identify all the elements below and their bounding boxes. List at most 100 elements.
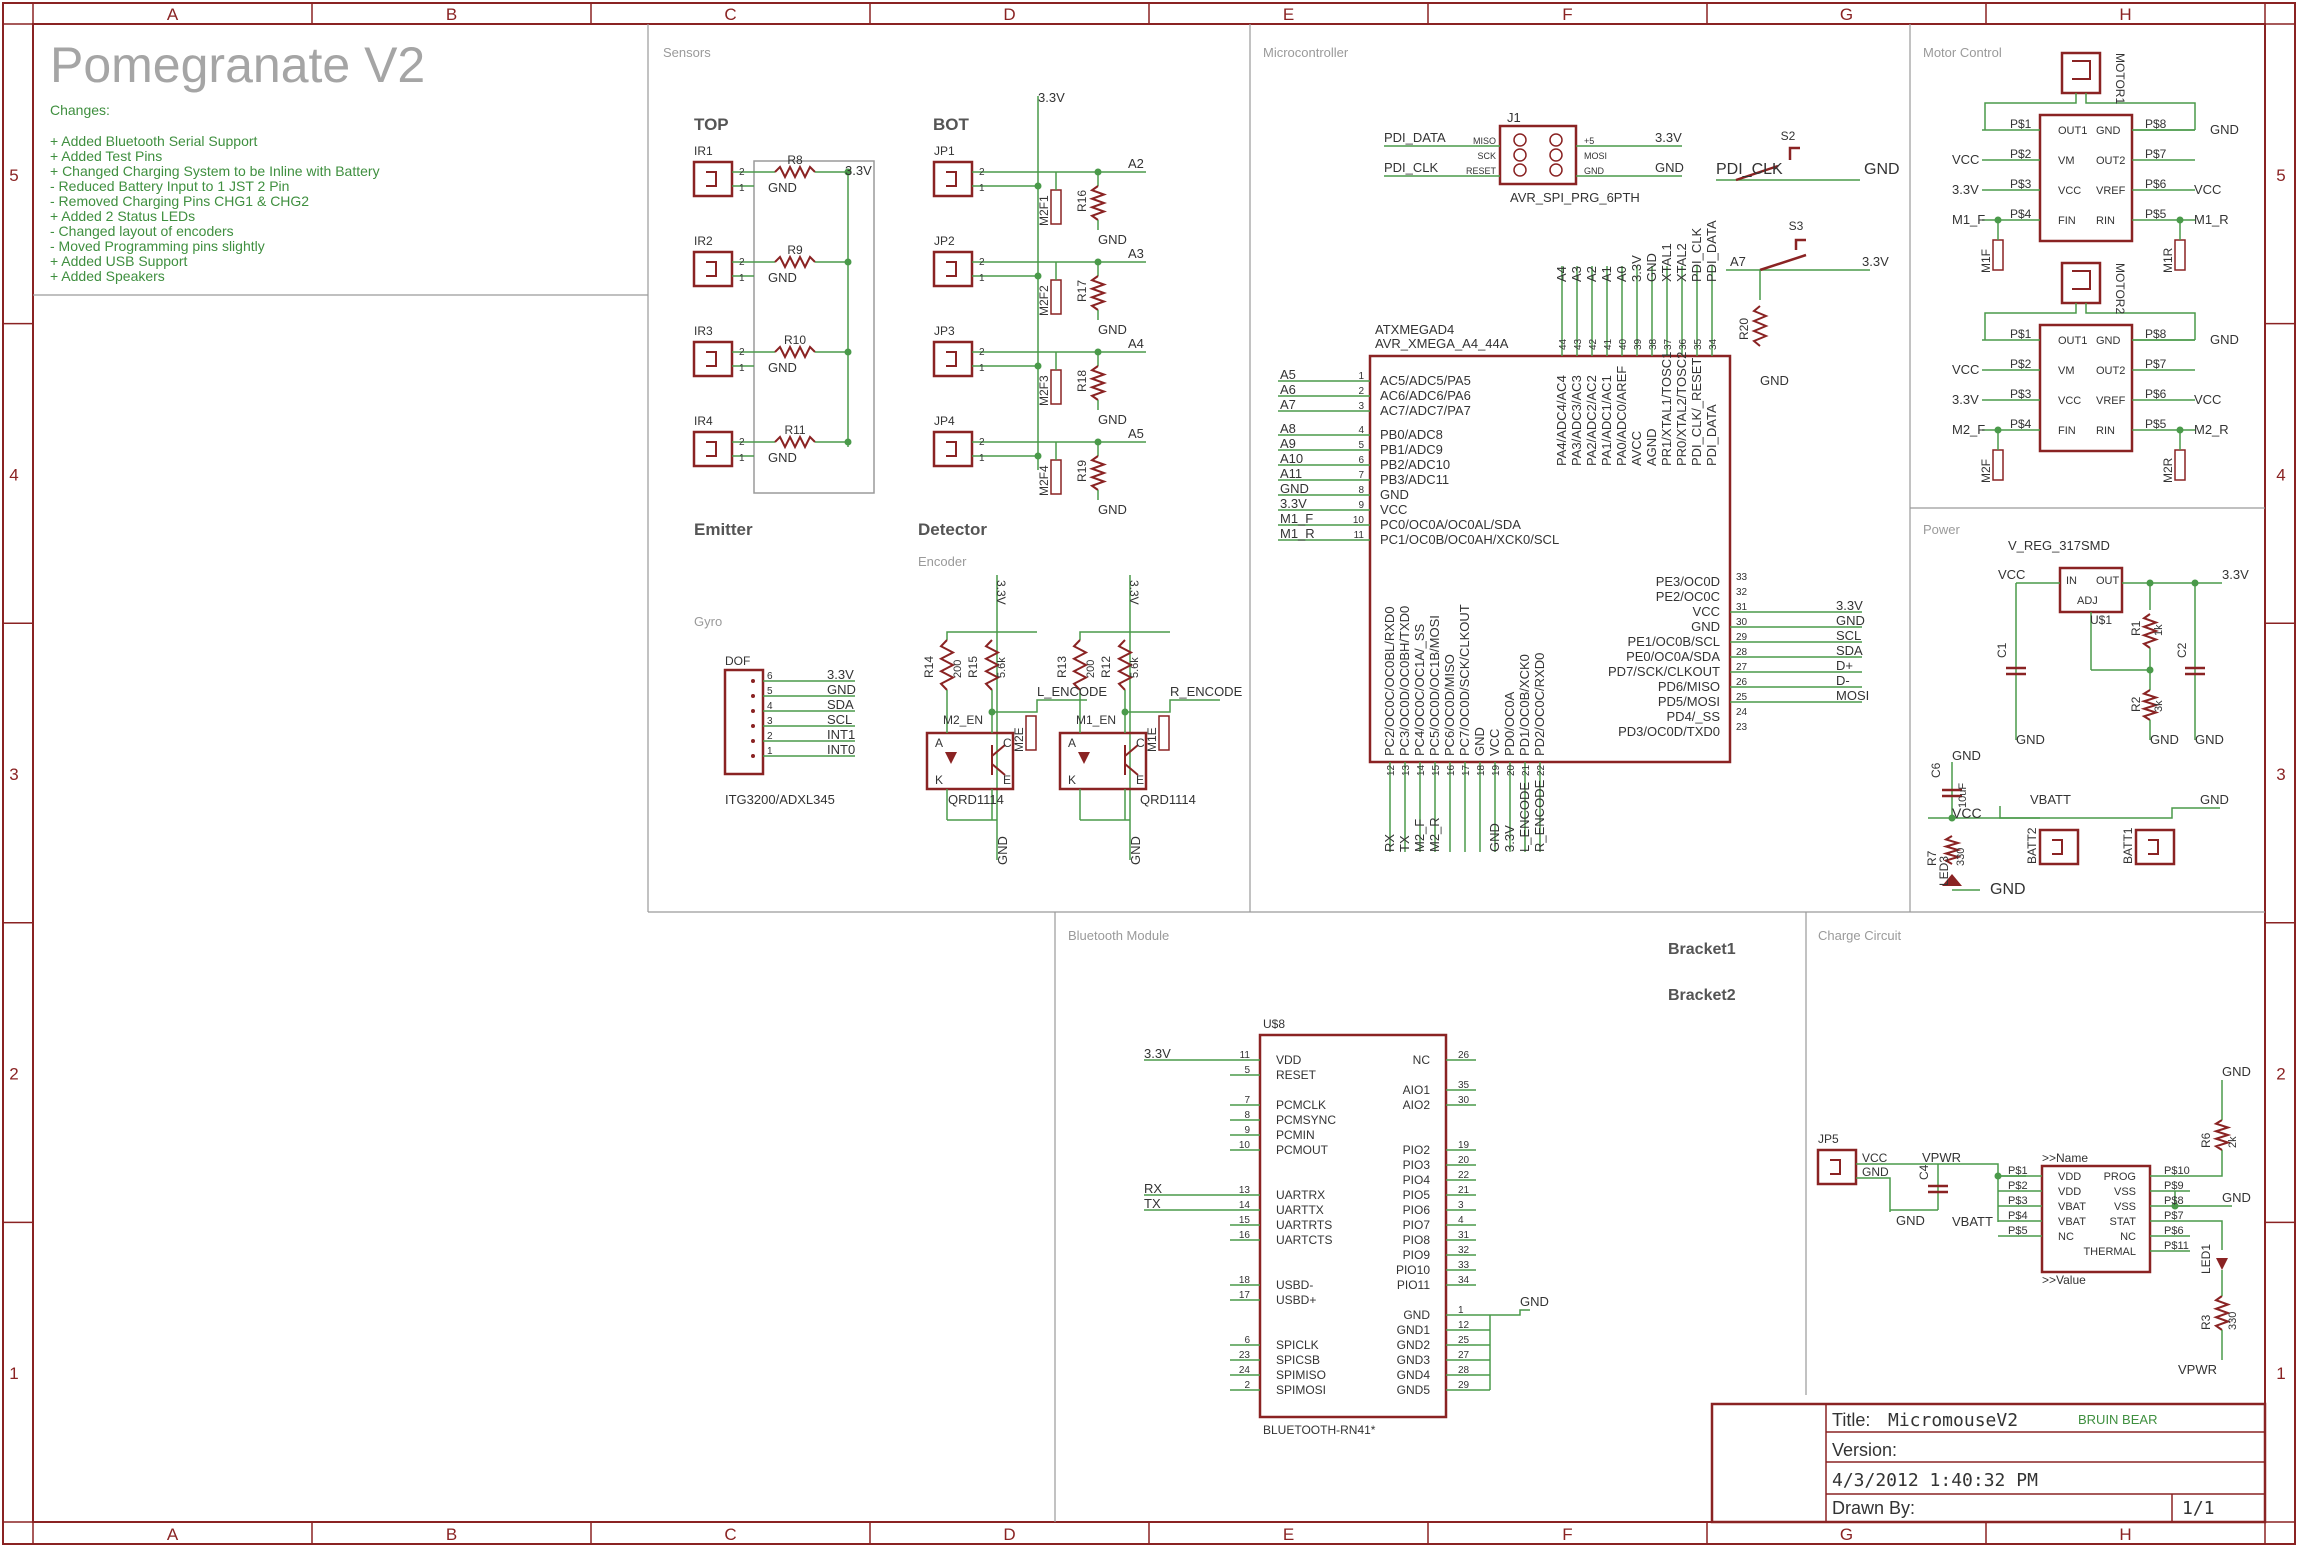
net-label: M1_R [2194, 212, 2229, 227]
ir-connector-label: IR3 [694, 324, 713, 338]
resistor-label: R15 [966, 656, 980, 678]
pin-number: 7 [1244, 1095, 1250, 1106]
resistor-value: 330 [1955, 848, 1967, 866]
resistor [2212, 1119, 2232, 1151]
pin-label: C [1003, 736, 1012, 750]
mcu-pin-label: PA4/ADC4/AC4 [1554, 375, 1569, 466]
pin-number: P$7 [2145, 357, 2167, 371]
resistor [1089, 365, 1107, 401]
pin-number: 12 [1386, 764, 1397, 776]
enable-label: M1_EN [1076, 713, 1116, 727]
header-pin-label: SCK [1477, 151, 1496, 161]
mcu-pin-label: PD6/MISO [1658, 679, 1720, 694]
pin-dot [751, 694, 755, 698]
charger-pin-label: THERMAL [2083, 1246, 2136, 1258]
charger-pin-label: PROG [2104, 1171, 2136, 1183]
pin-dot [751, 754, 755, 758]
bt-pin-label: UARTRTS [1276, 1218, 1332, 1232]
junction-dot [1034, 272, 1042, 280]
net-label: GND [1896, 1213, 1925, 1228]
resistor-label: R1 [2129, 620, 2143, 636]
bt-pin-label: AIO1 [1403, 1083, 1431, 1097]
wire [1984, 303, 2077, 340]
pin-number: 6 [1244, 1335, 1250, 1346]
gyro-pin-label: INT0 [827, 742, 855, 757]
net-label: GND [2210, 122, 2239, 137]
pin-number: 14 [1416, 764, 1427, 776]
pin-number: 8 [1358, 485, 1364, 496]
pin-number: 33 [1458, 1260, 1470, 1271]
border-column-label: D [1003, 5, 1015, 24]
pin-number: 21 [1521, 764, 1532, 776]
driver-pin-label: OUT2 [2096, 155, 2125, 167]
mcu-pin-label: PE3/OC0D [1656, 574, 1720, 589]
pin-label: K [1068, 773, 1076, 787]
connector-2pin [706, 171, 717, 187]
pin-number: 38 [1648, 338, 1659, 350]
mcu-pin-label: VCC [1693, 604, 1720, 619]
net-label: VBATT [2030, 792, 2071, 807]
pin-label: E [1136, 773, 1144, 787]
junction-dot [844, 258, 852, 266]
net-label: M2_F [1412, 819, 1427, 852]
pin-number: P$4 [2010, 417, 2032, 431]
test-pin [1050, 459, 1062, 495]
net-label: VCC [1998, 567, 2025, 582]
resistor [938, 639, 956, 691]
connector-2pin [932, 340, 974, 378]
junction-dot [2191, 579, 2199, 587]
test-pin-label: M1E [1145, 727, 1159, 752]
mcu-pin-label: GND [1380, 487, 1409, 502]
pin-number: 11 [1354, 530, 1365, 541]
pin-number: 17 [1461, 764, 1472, 776]
switch-s3 [1759, 253, 1807, 272]
net-label: A8 [1280, 421, 1296, 436]
charger-pin-label: NC [2120, 1231, 2136, 1243]
bt-pin-label: PIO2 [1403, 1143, 1431, 1157]
pin-dot [751, 709, 755, 713]
phototransistor [1124, 744, 1139, 757]
net-label: A5 [1280, 367, 1296, 382]
bt-pin-label: GND [1403, 1308, 1430, 1322]
net-label: GND [1990, 881, 2026, 898]
gyro-pin-label: INT1 [827, 727, 855, 742]
pin-number: 4 [767, 701, 773, 712]
net-label: GND [2210, 332, 2239, 347]
battery-label: BATT1 [2121, 827, 2135, 864]
resistor [1116, 639, 1134, 691]
pin-number: P$1 [2008, 1165, 2028, 1177]
connector-2pin [932, 160, 974, 198]
qrd-part-label: QRD1114 [948, 792, 1004, 807]
gyro-breakout [723, 668, 765, 776]
pin-number: 34 [1708, 338, 1719, 350]
resistor-value: 3k [2153, 700, 2165, 712]
junction-dot [988, 708, 996, 716]
battery-connector-batt2 [2038, 828, 2080, 866]
net-label: 3.3V [1629, 255, 1644, 282]
net-label: VCC [1862, 1151, 1888, 1165]
border-column-label: E [1283, 5, 1294, 24]
pin-number: P$8 [2145, 117, 2167, 131]
mcu-pin-label: VCC [1487, 729, 1502, 756]
test-pin-label: M2F [1979, 459, 1993, 483]
pin-number: 1 [739, 453, 745, 464]
pin-number: 1 [1458, 1305, 1464, 1316]
pin-number: P$6 [2145, 177, 2167, 191]
charger-pin-label: VDD [2058, 1171, 2081, 1183]
bt-pin-label: PIO4 [1403, 1173, 1431, 1187]
connector-2pin [932, 250, 974, 288]
pin-number: P$2 [2010, 357, 2032, 371]
pin-number: 28 [1458, 1365, 1470, 1376]
driver-pin-label: VREF [2096, 185, 2126, 197]
connector-2pin [932, 430, 974, 468]
header-ref: J1 [1507, 110, 1521, 125]
bt-pin-label: GND5 [1397, 1383, 1431, 1397]
pin-number: P$8 [2164, 1195, 2184, 1207]
net-label: 3.3V [1952, 392, 1979, 407]
net-label: GND [768, 270, 797, 285]
net-label: 3.3V [1280, 496, 1307, 511]
wire [1984, 93, 2077, 130]
test-pin [1025, 715, 1037, 751]
net-label: RX [1382, 834, 1397, 852]
pin-number: 1 [767, 746, 773, 757]
